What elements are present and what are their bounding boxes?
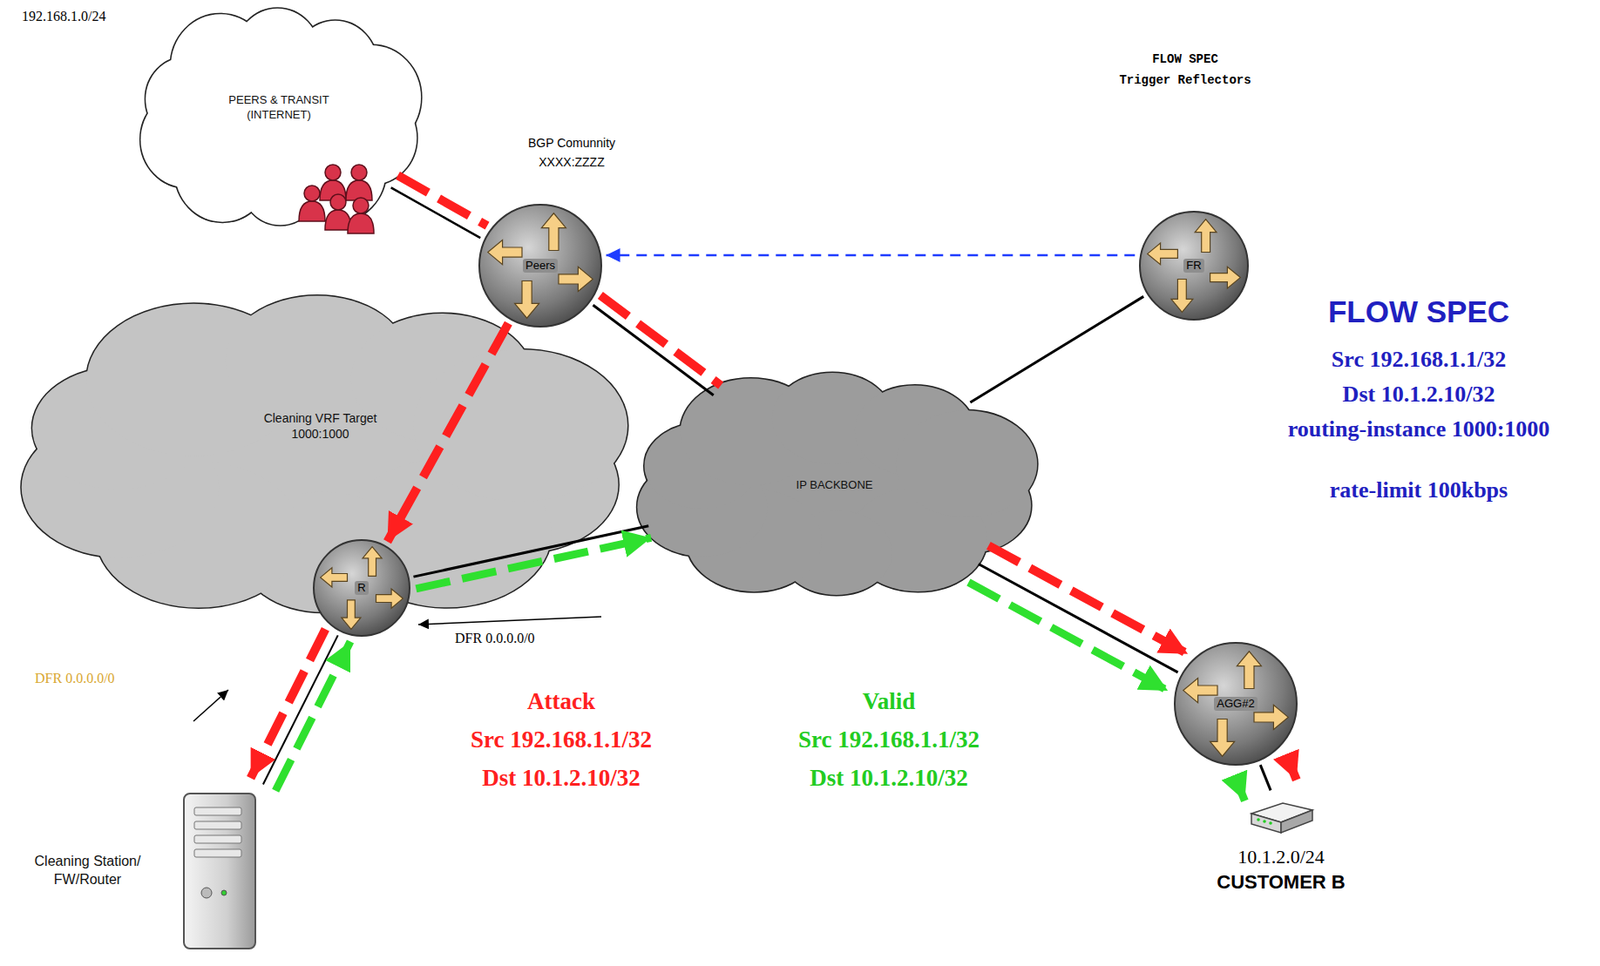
router-label: Peers bbox=[522, 258, 558, 273]
router-body bbox=[1139, 211, 1248, 320]
cloud-lobe bbox=[413, 349, 628, 502]
drive-bay bbox=[194, 821, 242, 830]
cloud-label: PEERS & TRANSIT (INTERNET) bbox=[204, 93, 353, 123]
cloud-lobe bbox=[895, 410, 1038, 518]
server-case bbox=[183, 793, 256, 950]
connector bbox=[1286, 754, 1297, 780]
power-button bbox=[201, 888, 212, 899]
router-body bbox=[313, 540, 410, 637]
router-body bbox=[1174, 643, 1297, 766]
router-label: R bbox=[354, 581, 368, 596]
connector bbox=[988, 545, 1188, 654]
cloud-label: IP BACKBONE bbox=[796, 478, 874, 494]
router-arrow bbox=[376, 589, 404, 609]
router-arrow bbox=[1194, 219, 1217, 253]
diagram-label: FLOW SPEC bbox=[1328, 294, 1510, 330]
diagram-label: BGP Comunnity bbox=[528, 135, 616, 150]
router-arrow bbox=[320, 568, 348, 588]
cloud-lobe bbox=[895, 410, 1038, 518]
customer-label: CUSTOMER B bbox=[1216, 870, 1346, 896]
router-arrow bbox=[341, 600, 361, 631]
diagram-label: 192.168.1.0/24 bbox=[21, 8, 106, 25]
router-icon: Peers bbox=[477, 203, 604, 329]
connector bbox=[391, 187, 482, 238]
diagram-label: Dst 10.1.2.10/32 bbox=[481, 765, 641, 793]
router-arrow bbox=[1183, 678, 1218, 704]
diagram-label: Dst 10.1.2.10/32 bbox=[809, 765, 969, 793]
router-body bbox=[479, 204, 602, 327]
network-cloud: PEERS & TRANSIT (INTERNET) bbox=[130, 1, 428, 236]
server-icon bbox=[171, 788, 268, 955]
cloud-label: Cleaning VRF Target 1000:1000 bbox=[250, 410, 391, 442]
diagram-label: XXXX:ZZZZ bbox=[538, 155, 604, 170]
diagram-label: routing-instance 1000:1000 bbox=[1288, 416, 1551, 443]
router-arrow bbox=[1210, 266, 1241, 289]
cloud-fill bbox=[637, 372, 1038, 596]
router-arrow bbox=[488, 240, 523, 265]
router-arrow bbox=[558, 266, 593, 292]
diagram-label: Valid bbox=[862, 688, 916, 716]
device-light bbox=[1262, 820, 1267, 824]
diagram-label: rate-limit 100kbps bbox=[1329, 477, 1508, 504]
cleaning-station: Cleaning Station/ FW/Router bbox=[15, 788, 268, 955]
drive-bay bbox=[194, 849, 242, 858]
modem-icon bbox=[1246, 794, 1316, 839]
connector bbox=[969, 296, 1144, 403]
leader-arrow bbox=[418, 616, 602, 625]
device-side bbox=[1281, 810, 1313, 834]
cloud-outline bbox=[637, 372, 1038, 596]
connector bbox=[1260, 765, 1271, 791]
router-arrow bbox=[515, 281, 540, 319]
drive-bay bbox=[194, 835, 242, 844]
router-label: AGG#2 bbox=[1213, 697, 1257, 712]
router-arrow bbox=[1210, 719, 1235, 758]
customer-label: 10.1.2.0/24 bbox=[1237, 845, 1325, 871]
connector bbox=[1234, 775, 1246, 801]
router-label: FR bbox=[1183, 258, 1204, 273]
connector bbox=[275, 642, 351, 792]
customer-router: 10.1.2.0/24CUSTOMER B bbox=[1185, 794, 1377, 895]
connector bbox=[398, 175, 489, 226]
router-arrow bbox=[1254, 705, 1289, 730]
router-icon: R bbox=[311, 538, 412, 638]
cloud-outline bbox=[140, 8, 421, 225]
router-arrow bbox=[541, 213, 566, 251]
device-light bbox=[1268, 821, 1273, 826]
connector bbox=[600, 295, 721, 386]
router-icon: FR bbox=[1138, 210, 1250, 322]
status-light bbox=[221, 890, 227, 896]
connector bbox=[250, 629, 326, 779]
cloud-lobe bbox=[321, 45, 421, 150]
station-label: Cleaning Station/ FW/Router bbox=[15, 853, 160, 890]
router-arrow bbox=[1236, 651, 1262, 690]
leader-arrow bbox=[193, 690, 229, 722]
diagram-label: Dst 10.1.2.10/32 bbox=[1342, 381, 1496, 408]
router-icon: AGG#2 bbox=[1172, 641, 1299, 767]
diagram-label: Src 192.168.1.1/32 bbox=[470, 726, 652, 754]
connector bbox=[968, 583, 1168, 692]
diagram-label: Attack bbox=[527, 688, 596, 716]
diagram-label: Src 192.168.1.1/32 bbox=[1331, 346, 1506, 373]
router-arrow bbox=[1171, 279, 1194, 313]
connector bbox=[978, 563, 1179, 672]
device-light bbox=[1256, 818, 1261, 822]
diagram-label: FLOW SPEC bbox=[1152, 52, 1219, 67]
cloud-fill bbox=[140, 8, 421, 225]
device-front bbox=[1251, 813, 1282, 834]
drive-bay bbox=[194, 807, 242, 816]
router-arrow bbox=[1147, 243, 1179, 265]
connector bbox=[593, 305, 714, 395]
connector bbox=[606, 254, 1136, 258]
connector bbox=[263, 635, 339, 785]
diagram-label: DFR 0.0.0.0/0 bbox=[454, 630, 536, 647]
diagram-label: Src 192.168.1.1/32 bbox=[798, 726, 980, 754]
diagram-label: DFR 0.0.0.0/0 bbox=[34, 671, 116, 687]
diagram-label: Trigger Reflectors bbox=[1118, 73, 1251, 88]
cloud-lobe bbox=[413, 349, 628, 502]
cloud-lobe bbox=[321, 45, 421, 150]
router-arrow bbox=[362, 547, 382, 577]
network-cloud: IP BACKBONE bbox=[623, 366, 1046, 606]
